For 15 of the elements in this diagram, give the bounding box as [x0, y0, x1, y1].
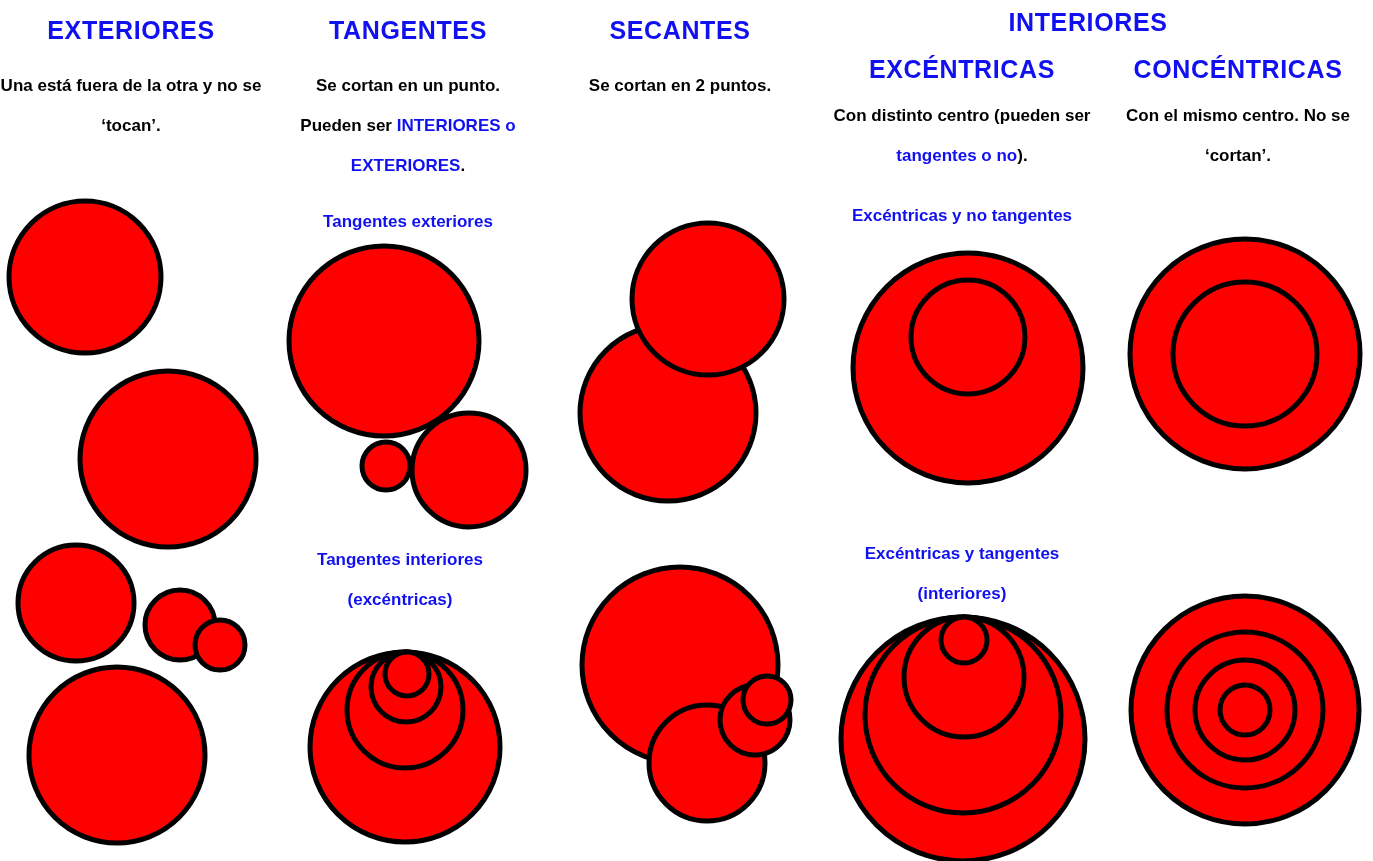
figure-caption: Tangentes interiores (excéntricas)	[316, 549, 484, 611]
category-heading: EXTERIORES	[46, 15, 216, 46]
category-heading: TANGENTES	[328, 15, 488, 46]
description-text: Se cortan en un punto. Pueden ser INTERIORES o EXTERIORES.	[299, 75, 517, 177]
figure-caption: Tangentes exteriores	[322, 211, 494, 233]
category-heading: CONCÉNTRICAS	[1132, 54, 1344, 85]
figure-caption: Excéntricas y no tangentes	[850, 205, 1074, 227]
description-text: Una está fuera de la otra y no se ‘tocan’.	[0, 75, 262, 137]
description-text: Con el mismo centro. No se ‘cortan’.	[1125, 105, 1351, 167]
description-text: Se cortan en 2 puntos.	[587, 75, 773, 97]
figure-caption: Excéntricas y tangentes (interiores)	[863, 543, 1061, 605]
category-heading: EXCÉNTRICAS	[867, 54, 1057, 85]
category-heading: INTERIORES	[1007, 7, 1169, 38]
description-text: Con distinto centro (pueden ser tangentes o no).	[832, 105, 1092, 167]
category-heading: SECANTES	[608, 15, 752, 46]
